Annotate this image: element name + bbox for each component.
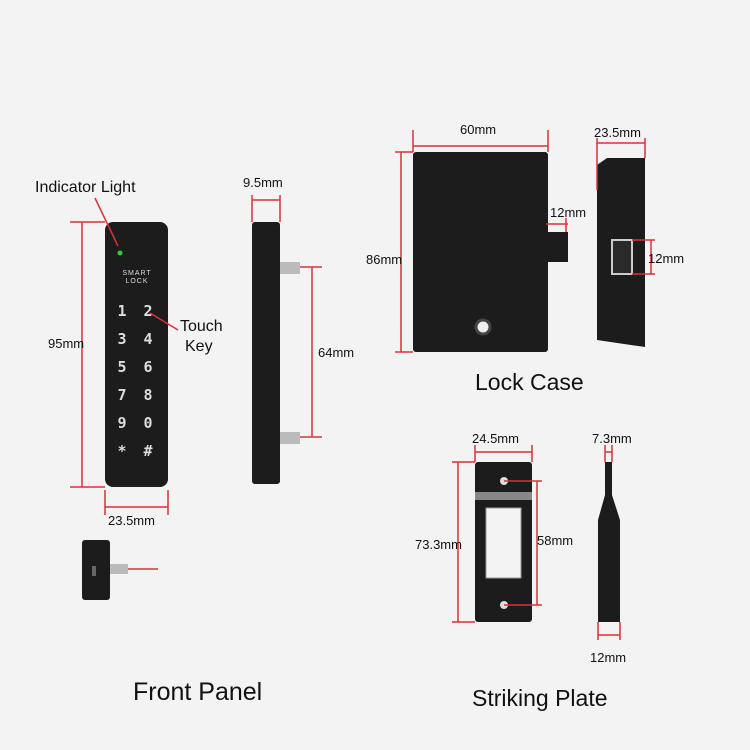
- striking-plate-side: [598, 462, 620, 622]
- striking-plate-depth-dim: 12mm: [590, 650, 627, 665]
- lock-case-width-dim: 60mm: [460, 122, 497, 137]
- mount-peg-bottom: [280, 432, 300, 444]
- key-9[interactable]: 9: [117, 414, 127, 432]
- key-4[interactable]: 4: [143, 330, 153, 348]
- striking-plate-title: Striking Plate: [472, 685, 608, 711]
- striking-plate-thickness-dim: 7.3mm: [592, 431, 632, 446]
- lock-bolt: [548, 232, 568, 262]
- key-star[interactable]: *: [117, 442, 127, 460]
- key-6[interactable]: 6: [143, 358, 153, 376]
- brand-line-2: LOCK: [125, 278, 149, 285]
- touch-key-line-1: Touch: [180, 318, 223, 335]
- key-3[interactable]: 3: [117, 330, 127, 348]
- keypad-brand: SMART LOCK: [115, 270, 159, 286]
- peg-spacing-dim: 64mm: [318, 345, 355, 360]
- panel-side-body: [252, 222, 280, 484]
- panel-width-dim: 23.5mm: [108, 513, 155, 528]
- indicator-light-label: Indicator Light: [35, 179, 136, 196]
- indicator-led: [117, 250, 123, 256]
- usb-port: [92, 566, 96, 576]
- striking-plate-band: [475, 492, 532, 500]
- key-0[interactable]: 0: [143, 414, 153, 432]
- key-2[interactable]: 2: [143, 302, 153, 320]
- key-hash[interactable]: #: [143, 442, 153, 460]
- lock-case-side-bolt: [611, 239, 633, 275]
- key-5[interactable]: 5: [117, 358, 127, 376]
- touch-key-label: Touch Key: [180, 317, 223, 357]
- lock-case-depth-dim: 23.5mm: [594, 125, 641, 140]
- lock-bolt-dim: 12mm: [550, 205, 587, 220]
- panel-height-dim: 95mm: [48, 336, 85, 351]
- mount-peg-top: [280, 262, 300, 274]
- brand-line-1: SMART: [122, 270, 152, 277]
- lock-case-height-dim: 86mm: [366, 252, 403, 267]
- dimension-lines: [70, 130, 655, 640]
- key-1[interactable]: 1: [117, 302, 127, 320]
- key-7[interactable]: 7: [117, 386, 127, 404]
- side-bolt-dim: 12mm: [648, 251, 685, 266]
- striking-plate-slot: [485, 507, 522, 579]
- usb-peg: [110, 564, 128, 574]
- lock-case-body: [413, 152, 548, 352]
- panel-depth-dim: 9.5mm: [243, 175, 283, 190]
- striking-plate-width-dim: 24.5mm: [472, 431, 519, 446]
- striking-plate-height-dim: 73.3mm: [415, 537, 462, 552]
- hole-spacing-dim: 58mm: [537, 533, 574, 548]
- lock-case-title: Lock Case: [475, 369, 584, 395]
- key-8[interactable]: 8: [143, 386, 153, 404]
- lock-case-hole: [474, 318, 492, 336]
- front-panel-title: Front Panel: [133, 678, 263, 706]
- keypad-body: [105, 222, 168, 487]
- touch-key-line-2: Key: [185, 338, 213, 355]
